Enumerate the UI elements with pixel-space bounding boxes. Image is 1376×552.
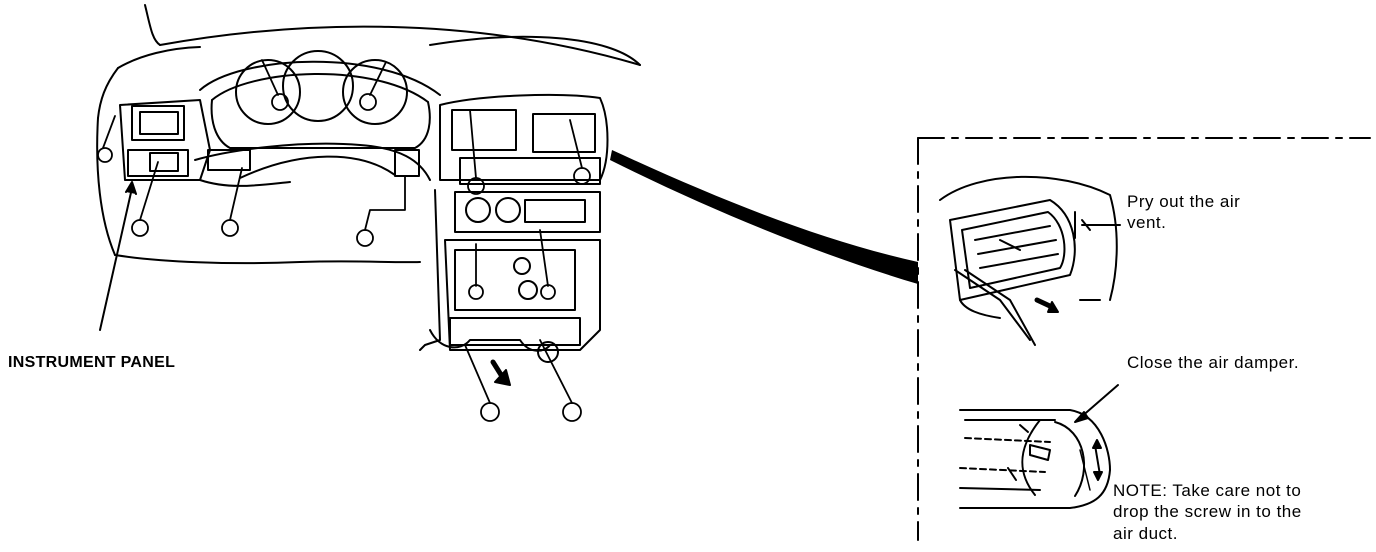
note-line-3: air duct.	[1113, 523, 1178, 543]
left-switch-panel	[127, 105, 420, 177]
instrument-panel-leader-head	[125, 181, 137, 195]
instrument-panel-label: INSTRUMENT PANEL	[8, 354, 176, 371]
removal-arrow	[490, 359, 511, 386]
screws	[97, 59, 591, 422]
detail-frame	[917, 137, 1371, 541]
pry-air-vent-line-2: vent.	[1127, 213, 1167, 233]
air-damper-detail	[959, 384, 1119, 509]
pry-air-vent-line-1: Pry out the air	[1127, 192, 1241, 211]
air-vent-detail	[939, 175, 1121, 346]
close-damper-label: Close the air damper.	[1127, 353, 1300, 372]
note-line-1: NOTE: Take care not to	[1113, 481, 1302, 500]
detail-connector-wedge	[610, 150, 918, 284]
instrument-cluster	[119, 50, 441, 187]
dash-top-outline	[96, 4, 641, 265]
note-label: NOTE: Take care not to drop the screw in…	[1113, 480, 1302, 544]
center-console	[419, 93, 609, 363]
instrument-panel-leader	[99, 187, 133, 331]
pry-air-vent-label: Pry out the air vent.	[1127, 191, 1240, 234]
note-line-2: drop the screw in to the	[1113, 502, 1302, 522]
